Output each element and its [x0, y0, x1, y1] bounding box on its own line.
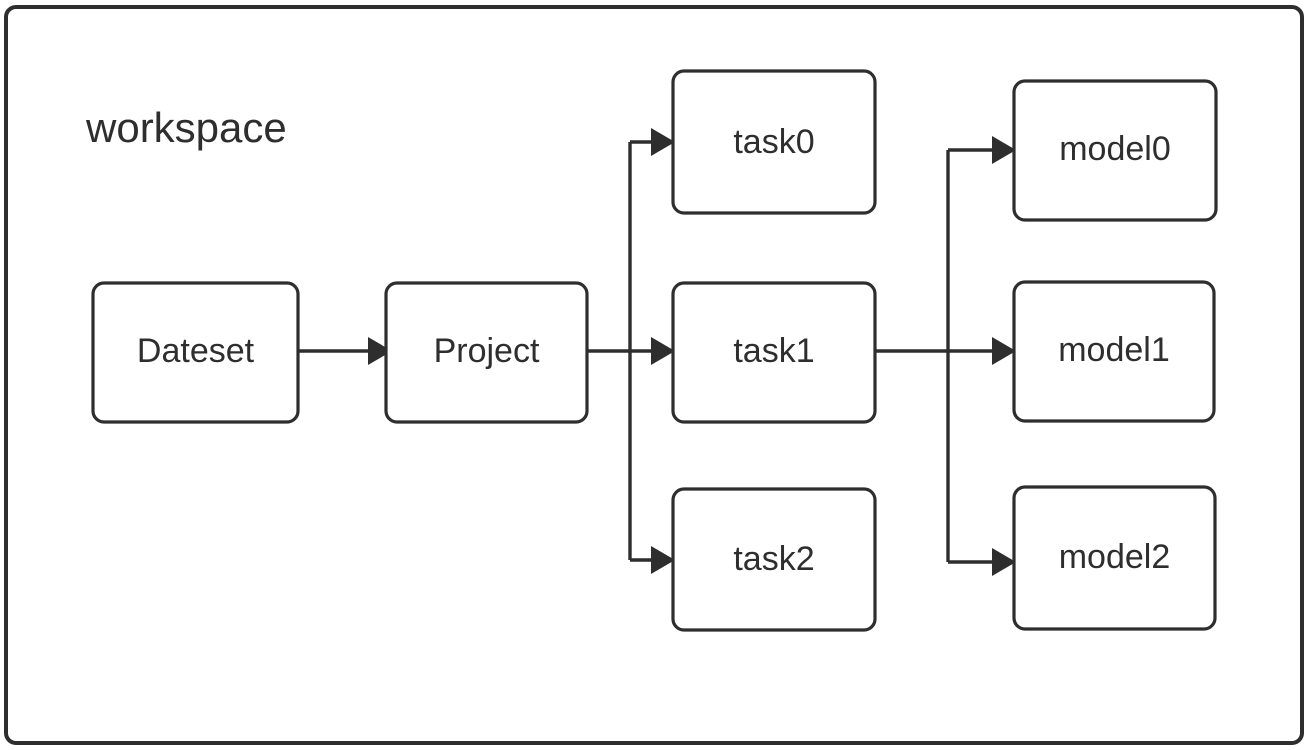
- arrow-head-icon: [651, 546, 675, 574]
- node-task1[interactable]: task1: [671, 281, 877, 424]
- workspace-title: workspace: [85, 104, 287, 151]
- node-label: task1: [733, 332, 814, 370]
- node-label: model0: [1059, 130, 1171, 168]
- node-label: Dateset: [137, 332, 255, 370]
- arrow-head-icon: [368, 337, 392, 365]
- node-label: task2: [733, 540, 814, 578]
- node-box[interactable]: [671, 69, 877, 215]
- arrow-head-icon: [651, 128, 675, 156]
- edge-dateset-to-project: [298, 337, 392, 365]
- node-box[interactable]: [91, 281, 300, 424]
- arrow-head-icon: [651, 337, 675, 365]
- node-label: Project: [434, 332, 540, 370]
- node-model1[interactable]: model1: [1012, 280, 1216, 423]
- node-label: task0: [733, 123, 814, 161]
- node-model0[interactable]: model0: [1012, 79, 1218, 222]
- arrow-head-icon: [992, 548, 1016, 576]
- node-dateset[interactable]: Dateset: [91, 281, 300, 424]
- node-task2[interactable]: task2: [671, 487, 877, 632]
- edge-task1-to-models: [875, 136, 1016, 576]
- arrow-head-icon: [992, 136, 1016, 164]
- node-box[interactable]: [671, 281, 877, 424]
- node-project[interactable]: Project: [384, 281, 589, 424]
- node-box[interactable]: [671, 487, 877, 632]
- node-box[interactable]: [1012, 280, 1216, 423]
- node-box[interactable]: [1012, 79, 1218, 222]
- node-task0[interactable]: task0: [671, 69, 877, 215]
- node-box[interactable]: [1012, 485, 1217, 631]
- edge-layer: [298, 128, 1016, 576]
- arrow-head-icon: [992, 337, 1016, 365]
- node-label: model1: [1058, 331, 1170, 369]
- edge-project-to-tasks: [587, 128, 675, 574]
- node-layer: Dateset Project task0 task1 task2 model0: [91, 69, 1218, 632]
- node-model2[interactable]: model2: [1012, 485, 1217, 631]
- node-label: model2: [1059, 538, 1171, 576]
- node-box[interactable]: [384, 281, 589, 424]
- workspace-container: [4, 5, 1304, 745]
